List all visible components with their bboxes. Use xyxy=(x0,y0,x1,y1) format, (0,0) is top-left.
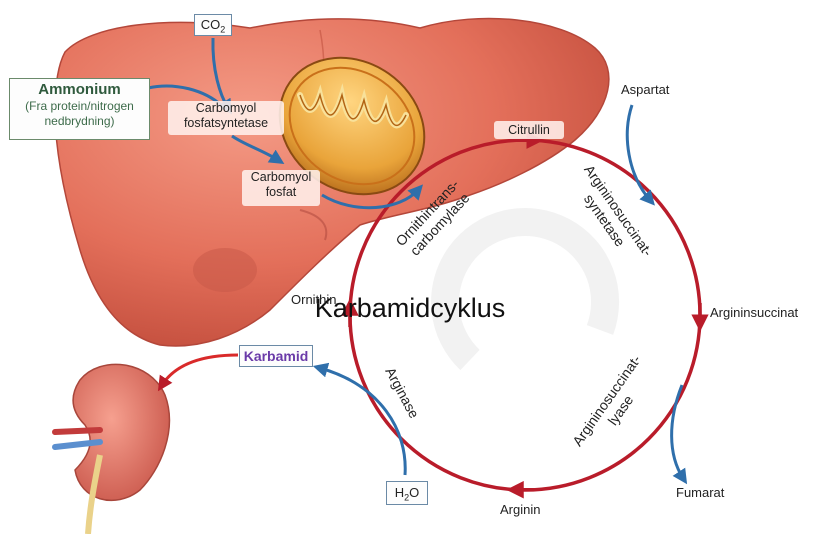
ammonium-note-line1: (Fra protein/nitrogen xyxy=(10,99,149,114)
cycle-watermark xyxy=(445,222,605,360)
enzyme-carbomyol-fosfatsyntetase: Carbomyol fosfatsyntetase xyxy=(168,101,284,135)
ammonium-note-line2: nedbrydning) xyxy=(10,114,149,129)
metabolite-ornithin: Ornithin xyxy=(291,292,337,307)
metabolite-carbomyol-fosfat: Carbomyol fosfat xyxy=(242,170,320,206)
metabolite-arginin: Arginin xyxy=(500,502,540,517)
co2-label: CO2 xyxy=(194,14,232,36)
ammonium-title: Ammonium xyxy=(10,81,149,99)
metabolite-citrullin: Citrullin xyxy=(494,121,564,139)
arrow-aspartat xyxy=(627,105,650,200)
arrow-fumarat xyxy=(672,385,683,478)
kidney-illustration xyxy=(55,364,169,534)
metabolite-argininsuccinat: Argininsuccinat xyxy=(710,305,798,320)
karbamid-box: Karbamid xyxy=(239,345,313,367)
arrow-karbamid-to-kidney xyxy=(162,355,238,385)
ammonium-box: Ammonium (Fra protein/nitrogen nedbrydni… xyxy=(9,78,150,140)
cycle-title: Karbamidcyklus xyxy=(0,293,820,324)
metabolite-fumarat: Fumarat xyxy=(676,485,724,500)
metabolite-aspartat: Aspartat xyxy=(621,82,669,97)
h2o-label: H2O xyxy=(386,481,428,505)
